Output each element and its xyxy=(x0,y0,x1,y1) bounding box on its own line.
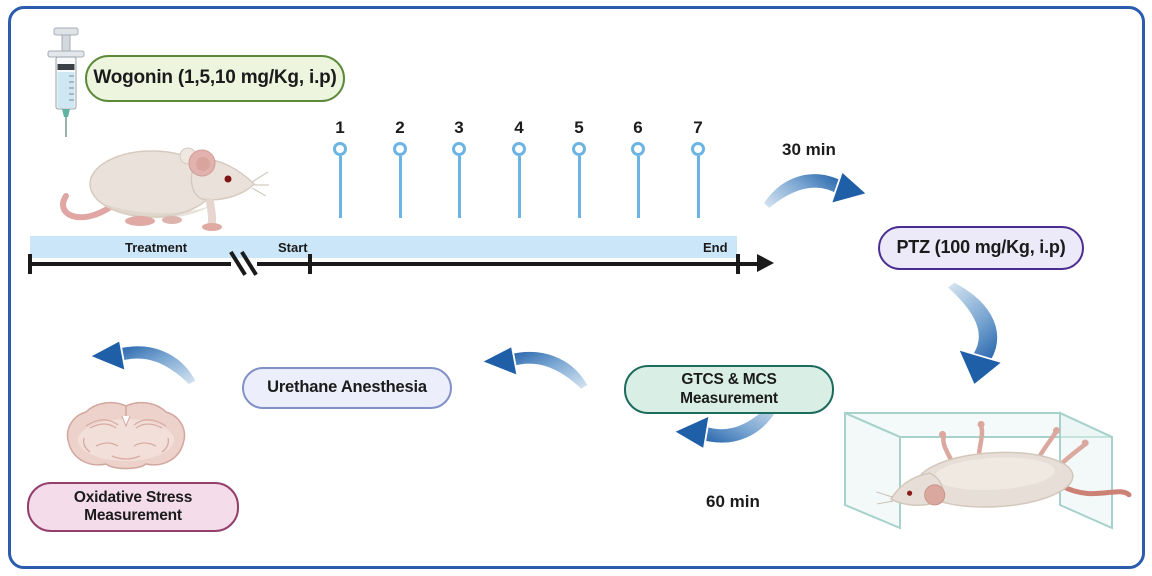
day-pin-icon xyxy=(452,142,466,156)
curved-arrow-to-chamber-icon xyxy=(918,273,1023,391)
syringe-icon xyxy=(47,27,85,137)
day-pin-icon xyxy=(512,142,526,156)
day-pin-icon xyxy=(572,142,586,156)
timeline-day-5: 5 xyxy=(559,118,599,218)
day-pin-icon xyxy=(393,142,407,156)
day-number: 7 xyxy=(693,118,703,137)
timeline-axis xyxy=(28,262,760,266)
urethane-anesthesia-pill: Urethane Anesthesia xyxy=(242,367,452,409)
axis-tick-origin xyxy=(28,254,32,274)
day-number: 4 xyxy=(514,118,524,137)
timeline-day-4: 4 xyxy=(499,118,539,218)
ptz-dose-pill: PTZ (100 mg/Kg, i.p) xyxy=(878,226,1084,270)
axis-break-gap xyxy=(231,259,257,268)
brain-coronal-section-icon xyxy=(66,401,186,470)
urethane-anesthesia-label: Urethane Anesthesia xyxy=(267,378,427,397)
day-number: 5 xyxy=(574,118,584,137)
interval-60min-label: 60 min xyxy=(706,492,760,511)
axis-tick-start xyxy=(308,254,312,274)
timeline-bar: Treatment Start End xyxy=(30,236,737,258)
day-pin-icon xyxy=(691,142,705,156)
treatment-label: Treatment xyxy=(125,239,188,255)
day-number: 6 xyxy=(633,118,643,137)
curved-arrow-to-urethane-icon xyxy=(481,342,594,398)
oxidative-stress-line2: Measurement xyxy=(84,507,182,524)
lab-mouse-icon xyxy=(60,147,269,231)
day-number: 2 xyxy=(395,118,405,137)
timeline-day-6: 6 xyxy=(618,118,658,218)
wogonin-dose-label: Wogonin (1,5,10 mg/Kg, i.p) xyxy=(93,67,337,89)
oxidative-stress-pill: Oxidative Stress Measurement xyxy=(27,482,239,532)
day-number: 1 xyxy=(335,118,345,137)
axis-arrowhead-icon xyxy=(757,254,774,272)
interval-30min-label: 30 min xyxy=(782,140,836,159)
axis-tick-end xyxy=(736,254,740,274)
day-pin-icon xyxy=(333,142,347,156)
mouse-in-chamber-icon xyxy=(844,411,1132,530)
curved-arrow-to-brain-icon xyxy=(89,336,202,394)
oxidative-stress-line1: Oxidative Stress xyxy=(73,488,193,506)
timeline-day-3: 3 xyxy=(439,118,479,218)
day-pin-icon xyxy=(631,142,645,156)
gtcs-mcs-pill: GTCS & MCS Measurement xyxy=(624,365,834,414)
day-number: 3 xyxy=(454,118,464,137)
ptz-dose-label: PTZ (100 mg/Kg, i.p) xyxy=(896,237,1066,258)
gtcs-mcs-line2: Measurement xyxy=(680,389,778,407)
wogonin-dose-pill: Wogonin (1,5,10 mg/Kg, i.p) xyxy=(85,55,345,102)
timeline-day-2: 2 xyxy=(380,118,420,218)
start-label: Start xyxy=(278,239,308,255)
timeline-day-7: 7 xyxy=(678,118,718,218)
end-label: End xyxy=(703,239,728,255)
gtcs-mcs-line1: GTCS & MCS xyxy=(681,371,777,389)
timeline-day-1: 1 xyxy=(320,118,360,218)
